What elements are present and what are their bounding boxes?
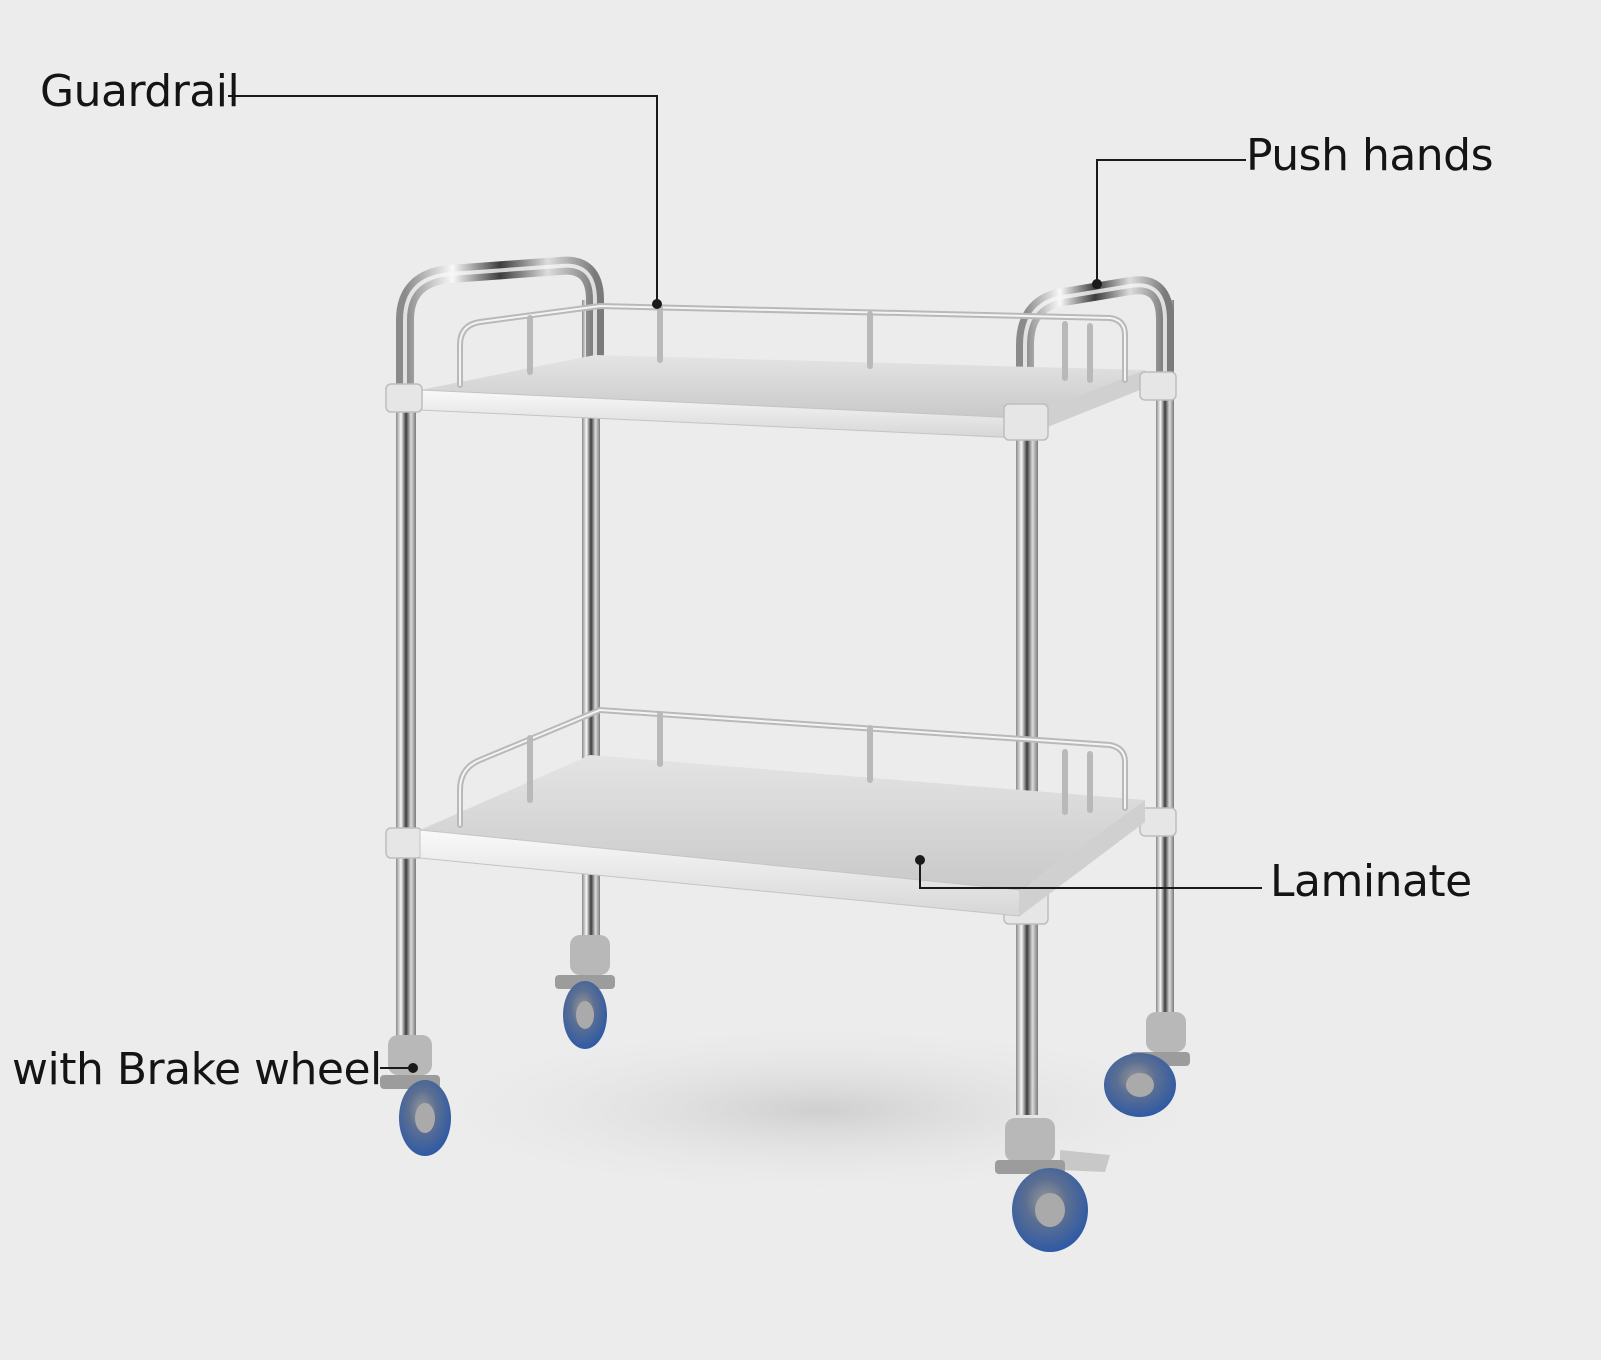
leader-lines [228,95,1262,1069]
push-hands-label: Push hands [1246,130,1494,181]
top-shelf [419,355,1145,439]
leader-dots [408,279,1102,1073]
guardrail-label: Guardrail [40,66,240,117]
caster-wheel-back-right [1104,1012,1190,1117]
push-hands-leader [1096,159,1246,284]
caster-wheel-front-left [380,1035,451,1156]
top-guardrail [457,302,1128,388]
caster-wheel-back-left [555,935,615,1049]
floor-shadow [400,1020,1240,1200]
guardrail-leader [228,95,658,304]
bottom-guardrail [457,706,1128,828]
laminate-label: Laminate [1270,856,1472,907]
front-posts [396,400,1038,1115]
laminate-leader [919,862,1262,889]
caster-wheel-front-right [995,1118,1110,1252]
brake-wheel-label: with Brake wheel [12,1044,382,1095]
